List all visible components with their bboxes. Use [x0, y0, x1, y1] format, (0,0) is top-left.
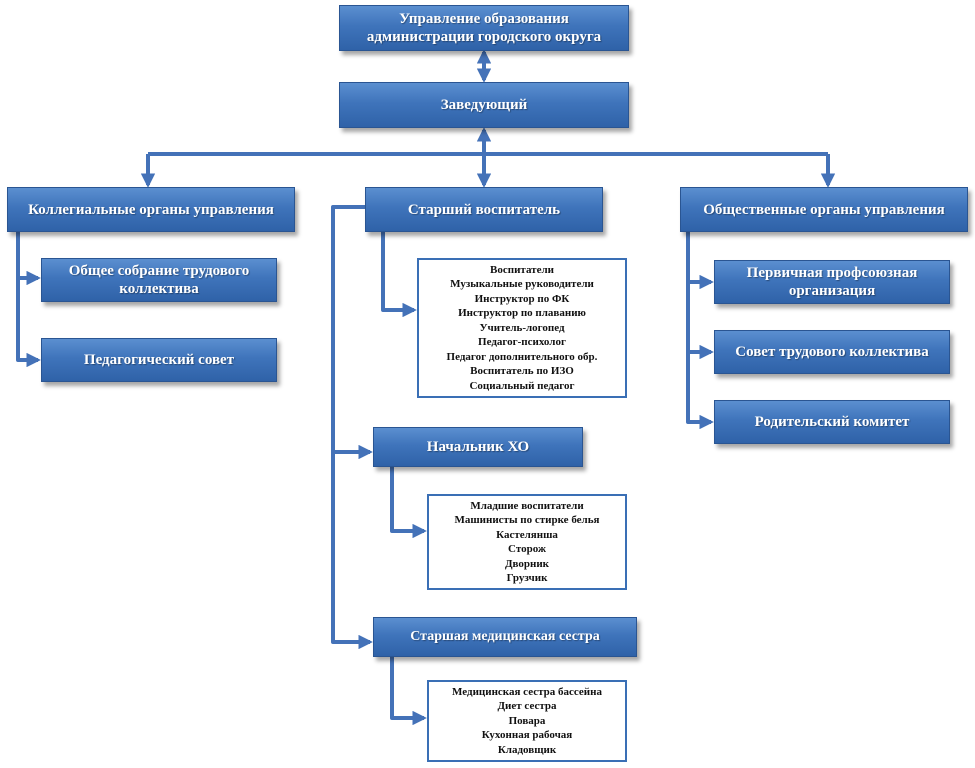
trade-union-line2: организация — [788, 283, 876, 299]
staff-item: Диет сестра — [497, 700, 557, 713]
link-left-pedsovet — [16, 278, 41, 368]
staff-item: Воспитатель по ИЗО — [470, 365, 574, 378]
staff-item: Кладовщик — [497, 743, 557, 756]
education-department-line1: Управление образования — [399, 11, 569, 27]
box-senior-nurse: Старшая медицинская сестра — [373, 617, 637, 657]
chief-ho-label: Начальник ХО — [426, 439, 530, 455]
box-general-meeting: Общее собрание трудового коллектива — [41, 258, 277, 302]
list-nurse-staff: Медицинская сестра бассейна Диет сестра … — [427, 680, 627, 762]
link-spine-nurse — [331, 452, 373, 650]
box-pedagogical-council: Педагогический совет — [41, 338, 277, 382]
link-senior-staff — [381, 232, 417, 318]
box-collegial-bodies: Коллегиальные органы управления — [7, 187, 295, 232]
staff-item: Музыкальные руководители — [450, 278, 594, 291]
senior-nurse-label: Старшая медицинская сестра — [410, 629, 600, 644]
staff-item: Воспитатели — [490, 263, 554, 276]
staff-item: Сторож — [508, 543, 546, 555]
link-right-union — [686, 232, 714, 290]
collegial-bodies-label: Коллегиальные органы управления — [28, 201, 274, 218]
staff-item: Грузчик — [506, 572, 548, 584]
link-right-parents — [686, 352, 714, 430]
box-labor-council: Совет трудового коллектива — [714, 330, 950, 374]
box-chief-ho: Начальник ХО — [373, 427, 583, 467]
education-department-line2: администрации городского округа — [366, 29, 602, 45]
link-right-council — [686, 282, 714, 360]
staff-item: Педагог дополнительного обр. — [446, 350, 598, 363]
link-spine-ho — [331, 205, 373, 460]
staff-item: Медицинская сестра бассейна — [452, 685, 602, 698]
labor-council-label: Совет трудового коллектива — [735, 344, 929, 360]
box-senior-educator: Старший воспитатель — [365, 187, 603, 232]
link-ho-staff — [390, 467, 427, 539]
staff-item: Младшие воспитатели — [470, 499, 584, 512]
box-trade-union: Первичная профсоюзная организация — [714, 260, 950, 304]
staff-item: Кастелянша — [496, 528, 558, 541]
senior-educator-label: Старший воспитатель — [407, 201, 561, 218]
box-education-department: Управление образования администрации гор… — [339, 5, 629, 51]
general-meeting-line2: коллектива — [119, 281, 199, 297]
list-ho-staff: Младшие воспитатели Машинисты по стирке … — [427, 494, 627, 590]
link-nurse-staff — [390, 657, 427, 726]
parent-committee-label: Родительский комитет — [754, 414, 910, 430]
list-educator-staff: Воспитатели Музыкальные руководители Инс… — [417, 258, 627, 398]
public-bodies-label: Общественные органы управления — [703, 201, 945, 218]
staff-item: Социальный педагог — [469, 379, 575, 392]
staff-item: Инструктор по плаванию — [458, 307, 586, 320]
staff-item: Машинисты по стирке белья — [454, 514, 600, 526]
general-meeting-line1: Общее собрание трудового — [68, 263, 250, 279]
box-parent-committee: Родительский комитет — [714, 400, 950, 444]
box-public-bodies: Общественные органы управления — [680, 187, 968, 232]
pedagogical-council-label: Педагогический совет — [83, 352, 235, 368]
head-label: Заведующий — [440, 97, 528, 113]
trade-union-line1: Первичная профсоюзная — [746, 265, 918, 281]
link-left-general — [16, 232, 41, 286]
staff-item: Учитель-логопед — [479, 321, 565, 334]
staff-item: Дворник — [504, 557, 550, 570]
staff-item: Инструктор по ФК — [474, 292, 570, 305]
staff-item: Повара — [508, 714, 546, 727]
staff-item: Педагог-психолог — [478, 336, 566, 349]
staff-item: Кухонная рабочая — [481, 729, 573, 742]
box-head: Заведующий — [339, 82, 629, 128]
